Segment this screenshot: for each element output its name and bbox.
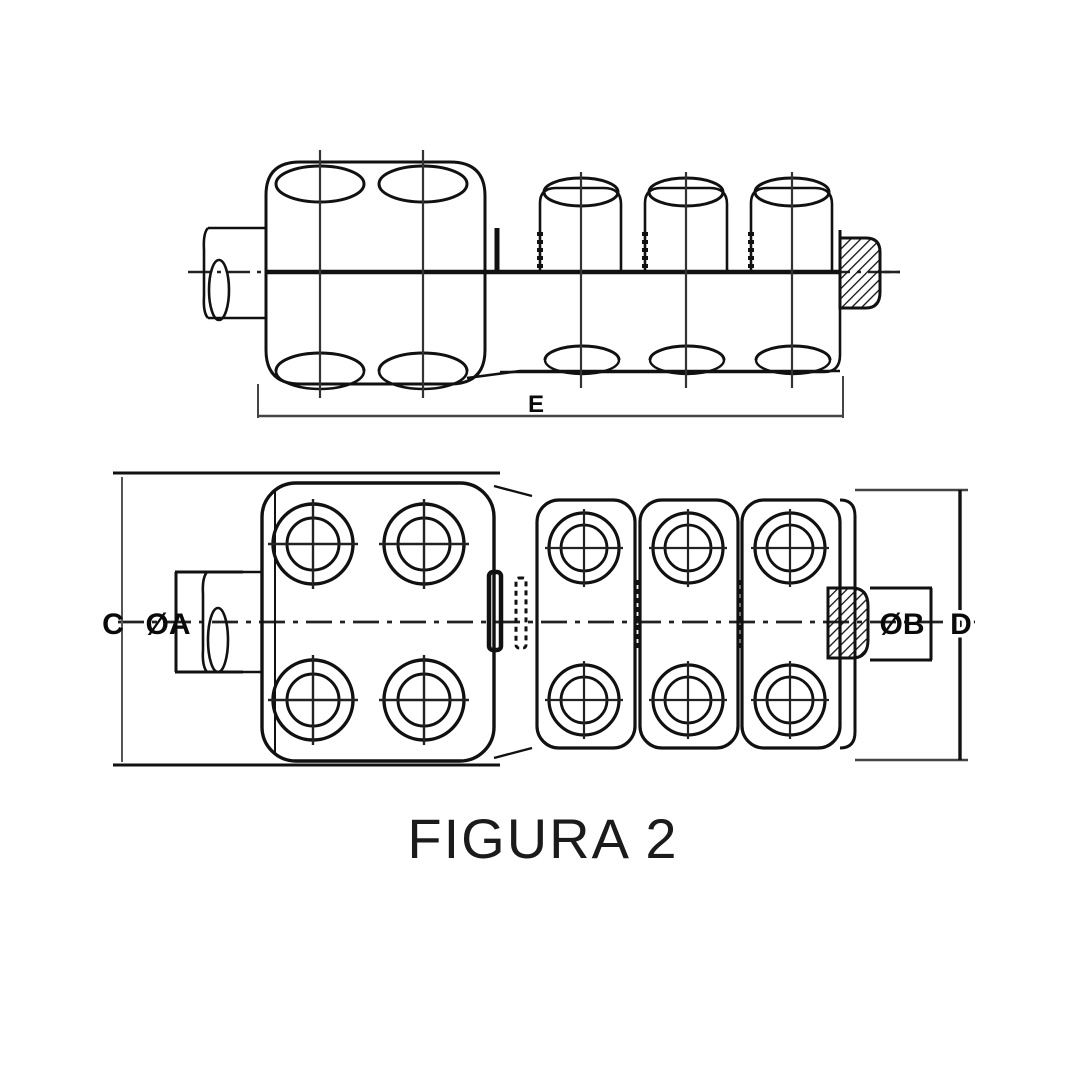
- main-body-elevation: [264, 160, 500, 386]
- dim-D-label: D: [950, 608, 972, 641]
- section-1-port-top: [545, 509, 623, 587]
- figure-caption: FIGURA 2: [407, 807, 678, 870]
- dim-A-label: ØA: [146, 608, 191, 641]
- section-2-port-top: [649, 509, 727, 587]
- inlet-shaft-plan-view: [201, 570, 262, 674]
- section-1-port-bottom: [545, 661, 623, 739]
- main-block-ports: [268, 499, 469, 745]
- section-block-3-plan: [740, 498, 842, 750]
- section-3-port-bottom: [751, 661, 829, 739]
- shaft-end-ellipse: [207, 258, 231, 322]
- section-block-1-plan: [535, 498, 637, 750]
- dim-B-label: ØB: [880, 608, 925, 641]
- port-top-left: [268, 499, 358, 589]
- seam-tab: [514, 576, 528, 650]
- section-block-2-plan: [638, 498, 740, 750]
- section-2-port-bottom: [649, 661, 727, 739]
- dim-E-label: E: [528, 391, 544, 418]
- dimension-D: D: [855, 488, 975, 762]
- dimension-E: E: [257, 376, 844, 418]
- main-block-right-tab: [486, 569, 504, 653]
- dim-C-label: C: [102, 608, 124, 641]
- bottom-view-group: C ØA: [102, 471, 975, 767]
- section-3-port-top: [751, 509, 829, 587]
- dimension-C: C: [102, 471, 500, 767]
- shaft-plan-ellipse: [206, 606, 230, 674]
- top-view-group: E: [188, 150, 900, 418]
- outlet-fitting-hatched-plan: [826, 586, 870, 660]
- dimension-B: ØB: [870, 586, 933, 662]
- port-bottom-left: [268, 655, 358, 745]
- inlet-shaft-top-view: [202, 226, 266, 322]
- outlet-fitting-hatched-elevation: [838, 236, 882, 310]
- port-top-right: [379, 499, 469, 589]
- port-bottom-right: [379, 655, 469, 745]
- main-body-top-ports: [274, 164, 469, 204]
- main-block-outline: [260, 481, 496, 763]
